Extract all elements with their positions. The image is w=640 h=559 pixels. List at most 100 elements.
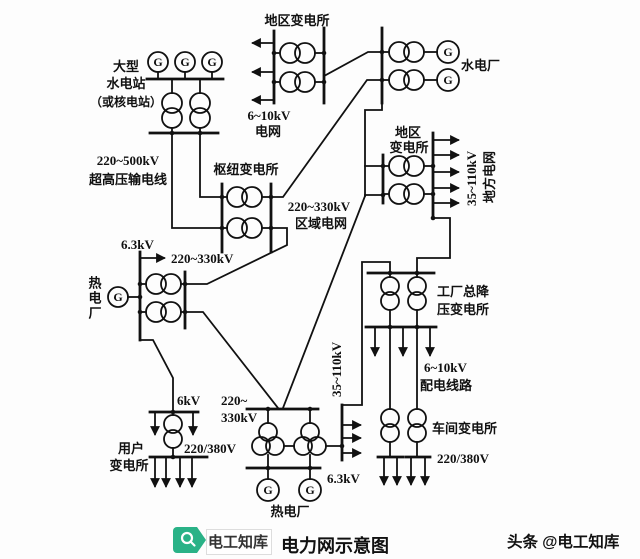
bus-voltage-label: 220~330kV (171, 251, 234, 266)
transformer-symbol (407, 276, 427, 296)
transformer-symbol (145, 273, 167, 295)
line-name-label: 超高压输电线 (89, 172, 167, 187)
ehv-transmission-lines: 220~500kV 超高压输电线 (89, 132, 223, 229)
bus-voltage-label: 220~ (221, 393, 248, 408)
generator-letter: G (153, 55, 162, 69)
station-label: （或核电站） (90, 94, 162, 109)
magnifier-icon (180, 531, 196, 547)
tie-line (281, 194, 367, 410)
three-winding-transformer-symbol (300, 422, 320, 442)
transformer-symbol (388, 155, 410, 177)
station-label: 热电厂 (87, 275, 102, 321)
generator-letter: G (443, 73, 452, 87)
workshop-substation: 车间变电所 220/380V (376, 408, 497, 486)
feeder-voltage-label: 6~10kV (424, 360, 467, 375)
transformer-symbol (380, 408, 400, 428)
large-hydro-station: G G G 大型 水电站 （或核电站） (90, 51, 225, 135)
top-regional-substation: 地区变电所 6~10kV 电网 (248, 13, 383, 139)
transformer-symbol (189, 107, 211, 129)
brand-label-box (206, 529, 272, 555)
generator-symbol (298, 478, 322, 502)
generator-voltage-label: 6.3kV (121, 237, 154, 252)
hydro-plant: G G 水电厂 (364, 26, 500, 197)
transformer-symbol (388, 183, 410, 205)
transformer-symbol (160, 301, 182, 323)
transformer-symbol (161, 107, 183, 129)
diagram-title: 电力网示意图 (281, 535, 389, 556)
brand-badge (173, 527, 206, 553)
station-label: 大型 (113, 59, 139, 74)
grid-name-label: 区域电网 (295, 216, 347, 231)
station-label: 工厂总降 (437, 284, 490, 299)
generator-letter: G (263, 483, 272, 497)
junction-dots (137, 49, 436, 471)
footer-bar: 电工知库 电力网示意图 头条 @电工知库 (173, 527, 620, 556)
generator-letter: G (305, 483, 314, 497)
user-substation: 6kV 用户 变电所 220/380V (109, 393, 237, 488)
generator-letter: G (443, 45, 452, 59)
station-label: 枢纽变电所 (213, 162, 278, 177)
feeder-grid-label: 电网 (255, 124, 281, 139)
feeder-grid-label: 地方电网 (482, 151, 497, 203)
transformer-symbol (388, 41, 410, 63)
transformer-symbol (145, 301, 167, 323)
transformer-symbol (403, 183, 425, 205)
transformer-symbol (226, 186, 248, 208)
transformer-symbol (189, 92, 211, 114)
station-label: 水电厂 (461, 58, 500, 73)
line-voltage-label: 35~110kV (329, 341, 344, 397)
transformer-symbol (403, 155, 425, 177)
brand-label: 电工知库 (208, 533, 268, 551)
transformer-symbol (403, 69, 425, 91)
regional-grid-label: 220~330kV 区域电网 (288, 199, 351, 231)
transformer-symbol (163, 414, 183, 434)
station-label: 地区 (395, 125, 421, 140)
transformer-symbol (226, 217, 248, 239)
bus-voltage-label: 330kV (221, 410, 258, 425)
feeder-name-label: 配电线路 (420, 378, 473, 393)
feeder-voltage-label: 35~110kV (464, 150, 479, 206)
generator-letter: G (113, 290, 122, 304)
transformer-symbol (160, 273, 182, 295)
three-winding-transformer-symbol (265, 436, 285, 456)
thermal-plant-bottom: 220~ 330kV G G 热电厂 6.3kV (221, 393, 360, 519)
thermal-plant-left: 6.3kV 220~330kV 热电厂 G (87, 237, 280, 413)
out-voltage-label: 220/380V (437, 451, 490, 466)
toutiao-watermark: 头条 @电工知库 (507, 532, 620, 551)
transformer-symbol (241, 217, 263, 239)
factory-substation: 工厂总降 压变电所 6~10kV 配电线路 (341, 261, 490, 410)
mid-regional-substation: 地区 变电所 35~110kV 地方电网 (281, 125, 497, 410)
voltage-label: 220~500kV (97, 153, 160, 168)
generator-letter: G (180, 55, 189, 69)
station-label: 用户 (117, 441, 144, 456)
voltage-label: 220~330kV (288, 199, 351, 214)
transformer-symbol (403, 41, 425, 63)
station-label: 地区变电所 (264, 13, 329, 28)
transformer-symbol (241, 186, 263, 208)
feeder-voltage-label: 6~10kV (248, 108, 291, 123)
transformer-symbol (161, 92, 183, 114)
station-label: 水电站 (106, 76, 145, 91)
three-winding-transformer-symbol (293, 436, 313, 456)
in-voltage-label: 6kV (177, 393, 201, 408)
generator-symbol (436, 68, 460, 92)
transformer-symbol (407, 408, 427, 428)
transformer-symbol (294, 71, 316, 93)
three-winding-transformer-symbol (251, 436, 271, 456)
transformer-symbol (279, 42, 301, 64)
generator-symbol (256, 478, 280, 502)
station-label: 压变电所 (437, 302, 489, 317)
station-label: 热电厂 (270, 504, 309, 519)
out-voltage-label: 220/380V (184, 441, 237, 456)
station-label: 变电所 (389, 140, 428, 155)
generator-voltage-label: 6.3kV (327, 471, 360, 486)
transformer-symbol (279, 71, 301, 93)
transformer-symbol (388, 69, 410, 91)
station-label: 变电所 (109, 458, 148, 473)
generator-symbol (436, 40, 460, 64)
three-winding-transformer-symbol (258, 422, 278, 442)
generator-letter: G (207, 55, 216, 69)
transformer-symbol (294, 42, 316, 64)
transformer-symbol (380, 276, 400, 296)
